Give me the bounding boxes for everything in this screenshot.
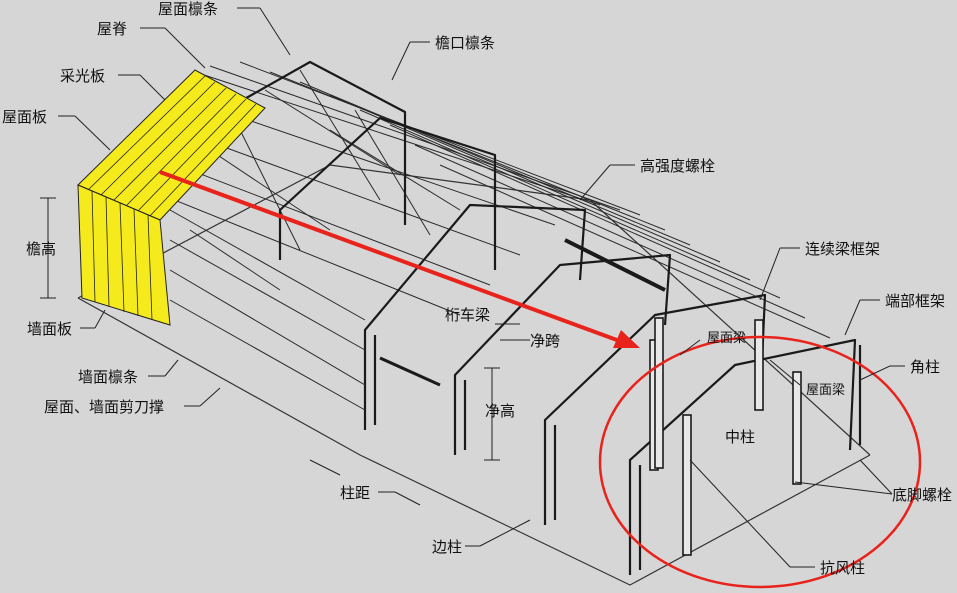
wall-girts xyxy=(169,209,366,411)
rigid-frames xyxy=(223,60,862,575)
label-bracing: 屋面、墙面剪刀撑 xyxy=(44,398,164,416)
label-roof-purlin: 屋面檩条 xyxy=(158,0,218,18)
label-wind-column: 抗风柱 xyxy=(820,559,865,577)
label-side-column: 边柱 xyxy=(432,538,462,556)
label-clear-span: 净跨 xyxy=(530,332,560,350)
label-eave-purlin: 檐口檩条 xyxy=(435,34,495,52)
label-skylight-panel: 采光板 xyxy=(60,67,105,85)
label-corner-column: 角柱 xyxy=(910,358,940,376)
label-anchor-bolt: 底脚螺栓 xyxy=(892,486,952,504)
label-crane-beam: 桁车梁 xyxy=(445,306,490,324)
label-end-frame: 端部框架 xyxy=(885,292,945,310)
label-high-strength-bolt: 高强度螺栓 xyxy=(640,157,715,175)
label-ridge: 屋脊 xyxy=(97,20,127,38)
label-roof-panel: 屋面板 xyxy=(2,108,47,126)
label-middle-column: 中柱 xyxy=(725,428,755,446)
labels: 屋面檩条 屋脊 檐口檩条 采光板 屋面板 高强度螺栓 檐高 连续梁框架 墙面板 … xyxy=(2,0,952,577)
end-frame-columns xyxy=(649,317,802,556)
label-wall-panel: 墙面板 xyxy=(27,320,72,338)
label-continuous-beam-frame: 连续梁框架 xyxy=(805,240,880,258)
crane-beam xyxy=(379,238,666,387)
label-wall-purlin: 墙面檩条 xyxy=(78,368,138,386)
leader-lines xyxy=(40,7,905,568)
label-roof-beam-1: 屋面梁 xyxy=(707,331,746,346)
label-roof-beam-2: 屋面梁 xyxy=(806,383,845,398)
label-eave-height: 檐高 xyxy=(26,240,56,258)
yellow-cladding xyxy=(77,69,266,326)
red-highlight xyxy=(159,170,922,589)
label-column-spacing: 柱距 xyxy=(340,484,370,502)
label-clear-height: 净高 xyxy=(485,402,515,420)
ground-outline xyxy=(77,164,871,586)
